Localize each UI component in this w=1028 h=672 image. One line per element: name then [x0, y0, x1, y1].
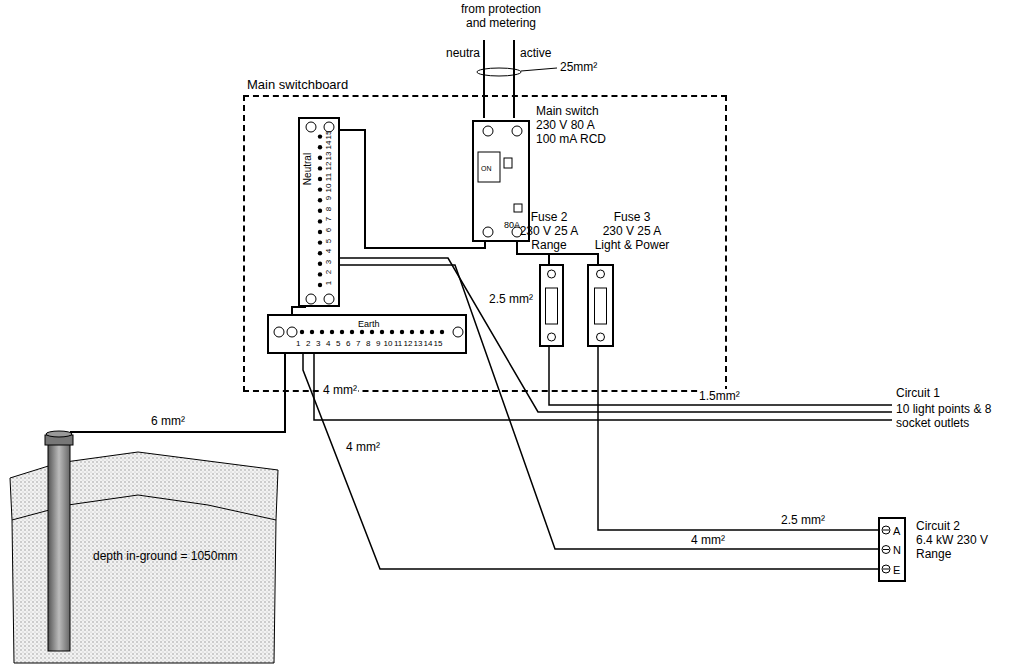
terminal-number: 10	[324, 183, 334, 192]
terminal-number: 2	[306, 339, 310, 349]
node-text: ON	[481, 164, 492, 173]
switchboard-enclosure: Main switchboardNeutralMain switch 230 V…	[243, 95, 727, 392]
cable-ring	[477, 68, 521, 76]
node-text: 6.4 kW 230 V Range	[916, 533, 994, 561]
neutral-bar: Neutral	[298, 117, 340, 307]
wire-size-label: 4 mm²	[345, 440, 381, 454]
wire-label: 4 mm²	[322, 383, 358, 397]
node-text: 80A	[504, 220, 520, 231]
wire-label: neutra	[420, 46, 480, 60]
terminal-number: 14	[424, 339, 433, 349]
wire-size-label: 6 mm²	[150, 414, 186, 428]
terminal-number: 14	[324, 141, 334, 150]
terminal-number: 8	[366, 339, 370, 349]
circuit-1-wires	[314, 258, 892, 420]
terminal-number: 15	[434, 339, 443, 349]
node-text: Circuit 2	[916, 519, 960, 533]
terminal-number: 4	[324, 249, 334, 253]
wire	[340, 130, 485, 248]
node-text: Main switch 230 V 80 A 100 mA RCD	[536, 104, 614, 146]
terminal-number: 10	[384, 339, 393, 349]
wire	[340, 265, 878, 549]
terminal-number: 2	[324, 270, 334, 274]
fuse-outline	[589, 266, 616, 349]
fuse: Fuse 2230 V 25 A Range	[539, 264, 564, 347]
ground-block: depth in-ground = 1050mm	[8, 425, 280, 667]
wire-label: active	[520, 46, 551, 60]
node-text: 230 V 25 A Range	[518, 224, 580, 252]
active-supply-wire	[513, 40, 515, 118]
terminal-number: 6	[346, 339, 350, 349]
wire	[303, 354, 878, 569]
terminal-number: 4	[326, 339, 330, 349]
wire-label: 1.5mm²	[698, 389, 741, 403]
range-terminal-block: ANECircuit 26.4 kW 230 V Range	[878, 517, 906, 582]
wire-label: from protection and metering	[455, 2, 547, 30]
node-text: Neutral	[302, 153, 314, 185]
leader-line	[521, 68, 557, 71]
terminal-number: 3	[316, 339, 320, 349]
terminal-number: 12	[324, 162, 334, 171]
terminal-number: 8	[324, 207, 334, 211]
fuse-outline	[541, 266, 566, 349]
node-text: Fuse 3	[589, 210, 675, 224]
wire-label: 25mm²	[560, 60, 597, 74]
node-text: N	[893, 543, 901, 557]
wire	[292, 307, 306, 314]
terminal-number: 7	[324, 217, 334, 221]
terminal-number: 6	[324, 228, 334, 232]
neutral-bar-outline	[300, 119, 342, 309]
terminal-number: 1	[324, 281, 334, 285]
wire-label: 2.5 mm²	[488, 292, 534, 306]
wire-label: 10 light points & 8 socket outlets	[896, 402, 992, 430]
main-switch: Main switch 230 V 80 A 100 mA RCD80AON	[472, 120, 530, 242]
node-text: depth in-ground = 1050mm	[93, 549, 237, 563]
node-text: E	[893, 563, 900, 577]
circuit-1-earth-wire	[314, 352, 892, 420]
terminal-number: 7	[356, 339, 360, 349]
neutral-supply-wire	[483, 40, 485, 118]
supply-wires	[484, 40, 514, 118]
terminal-number: 9	[376, 339, 380, 349]
node-text: A	[893, 524, 900, 538]
ground-block-outline	[8, 425, 280, 667]
wire-label: Circuit 1	[896, 386, 940, 400]
terminal-number: 5	[336, 339, 340, 349]
terminal-number: 1	[296, 339, 300, 349]
node-text: Fuse 2	[518, 210, 580, 224]
terminal-number: 3	[324, 260, 334, 264]
terminal-number: 11	[394, 339, 402, 349]
node-text: 230 V 25 A Light & Power	[589, 224, 675, 252]
wire-size-label: 2.5 mm²	[780, 513, 826, 527]
circuit-1-active-wire	[549, 345, 892, 405]
node-text: Earth	[358, 319, 380, 330]
wire	[280, 354, 285, 432]
terminal-number: 13	[414, 339, 423, 349]
wire	[598, 347, 878, 530]
wire-size-label: 4 mm²	[690, 533, 726, 547]
terminal-number: 9	[324, 196, 334, 200]
terminal-number: 13	[324, 151, 334, 160]
terminal-number: 15	[324, 130, 334, 139]
terminal-number: 12	[404, 339, 413, 349]
fuse: Fuse 3230 V 25 A Light & Power	[587, 264, 614, 347]
node-text: Main switchboard	[247, 78, 348, 92]
terminal-number: 5	[324, 238, 334, 242]
terminal-number: 11	[324, 173, 334, 181]
